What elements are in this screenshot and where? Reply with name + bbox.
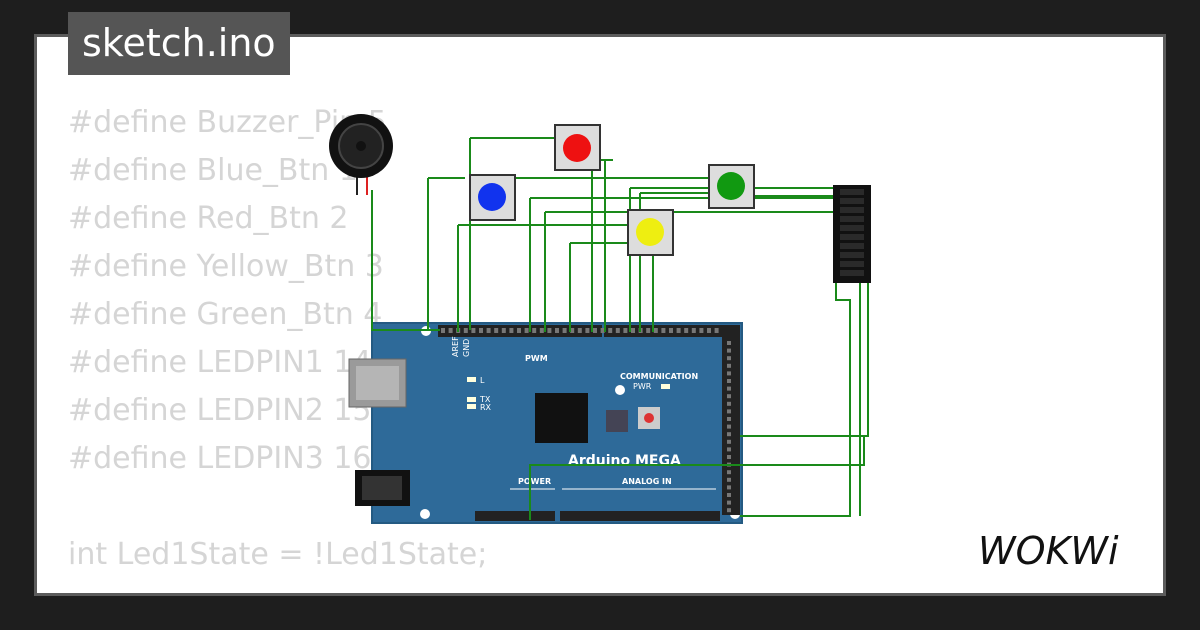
code-line: #define Green_Btn 4: [68, 297, 383, 332]
code-line: #define LEDPIN2 15: [68, 393, 372, 428]
aref-label: AREF: [451, 336, 460, 357]
wokwi-logo-text: WOKWi: [978, 529, 1119, 573]
pwm-label: PWM: [525, 354, 548, 363]
led-tx-label: TX: [479, 395, 491, 404]
button-blue[interactable]: [469, 174, 516, 221]
led-l-label: L: [480, 376, 485, 385]
analog-in-label: ANALOG IN: [622, 477, 672, 486]
led-rx-label: RX: [480, 403, 492, 412]
power-label: POWER: [518, 477, 551, 486]
board-name: Arduino MEGA: [568, 453, 681, 469]
communication-label: COMMUNICATION: [620, 372, 698, 381]
wokwi-logo: WOKWi: [978, 529, 1119, 573]
code-line: #define LEDPIN3 16: [68, 441, 372, 476]
sketch-tab[interactable]: sketch.ino: [68, 12, 290, 75]
button-green[interactable]: [708, 164, 755, 209]
code-line: #define Yellow_Btn 3: [68, 249, 384, 284]
arduino-mega-board[interactable]: AREF GND PWM COMMUNICATION L TX RX PWR A…: [348, 322, 743, 524]
gnd-label: GND: [462, 339, 471, 357]
code-line: #define Red_Btn 2: [68, 201, 349, 236]
code-line: int Led1State = !Led1State;: [68, 537, 488, 572]
button-yellow[interactable]: [627, 209, 674, 256]
pwr-label: PWR: [633, 382, 652, 391]
code-editor: #define Buzzer_Pin 5#define Blue_Btn 1#d…: [68, 99, 487, 579]
led-bar-graph[interactable]: [833, 185, 871, 283]
buzzer[interactable]: [329, 114, 393, 195]
button-red[interactable]: [554, 124, 601, 171]
